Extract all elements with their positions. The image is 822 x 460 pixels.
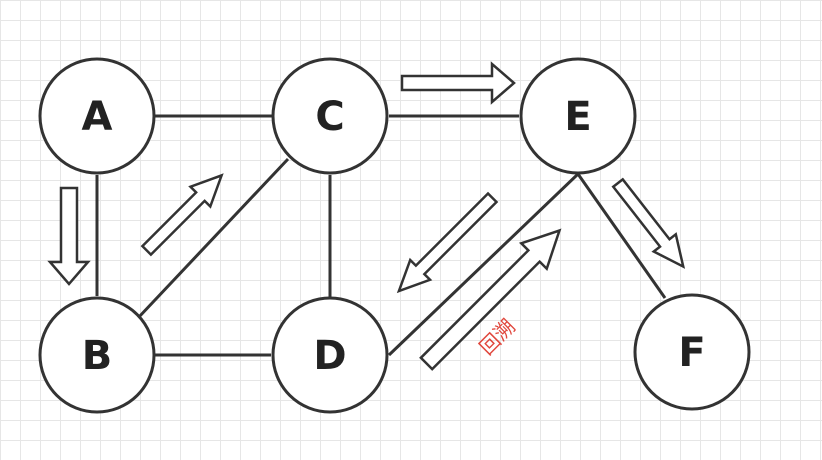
node-f: F: [633, 293, 751, 411]
node-b: B: [38, 296, 156, 414]
node-b-label: B: [82, 333, 113, 379]
traversal-arrow-layer: [47, 61, 686, 371]
node-c: C: [271, 57, 389, 175]
traversal-arrow-b-c: [140, 173, 224, 257]
traversal-arrow-e-f: [611, 177, 686, 269]
node-f-label: F: [678, 330, 705, 376]
node-e-label: E: [564, 94, 591, 140]
node-a-label: A: [82, 94, 113, 140]
traversal-arrow-e-d: [396, 191, 499, 294]
edge-b-c: [136, 157, 290, 320]
traversal-arrow-a-b: [47, 186, 91, 286]
node-d: D: [271, 296, 389, 414]
node-layer: A B C D E F: [38, 57, 751, 414]
node-a: A: [38, 57, 156, 175]
edge-d-e: [387, 172, 580, 357]
node-c-label: C: [315, 94, 344, 140]
node-d-label: D: [313, 333, 346, 379]
traversal-arrow-d-e: [419, 228, 562, 371]
edge-e-f: [576, 173, 667, 299]
edge-layer: [95, 114, 667, 357]
node-e: E: [519, 57, 637, 175]
traversal-arrow-c-e: [400, 61, 516, 105]
